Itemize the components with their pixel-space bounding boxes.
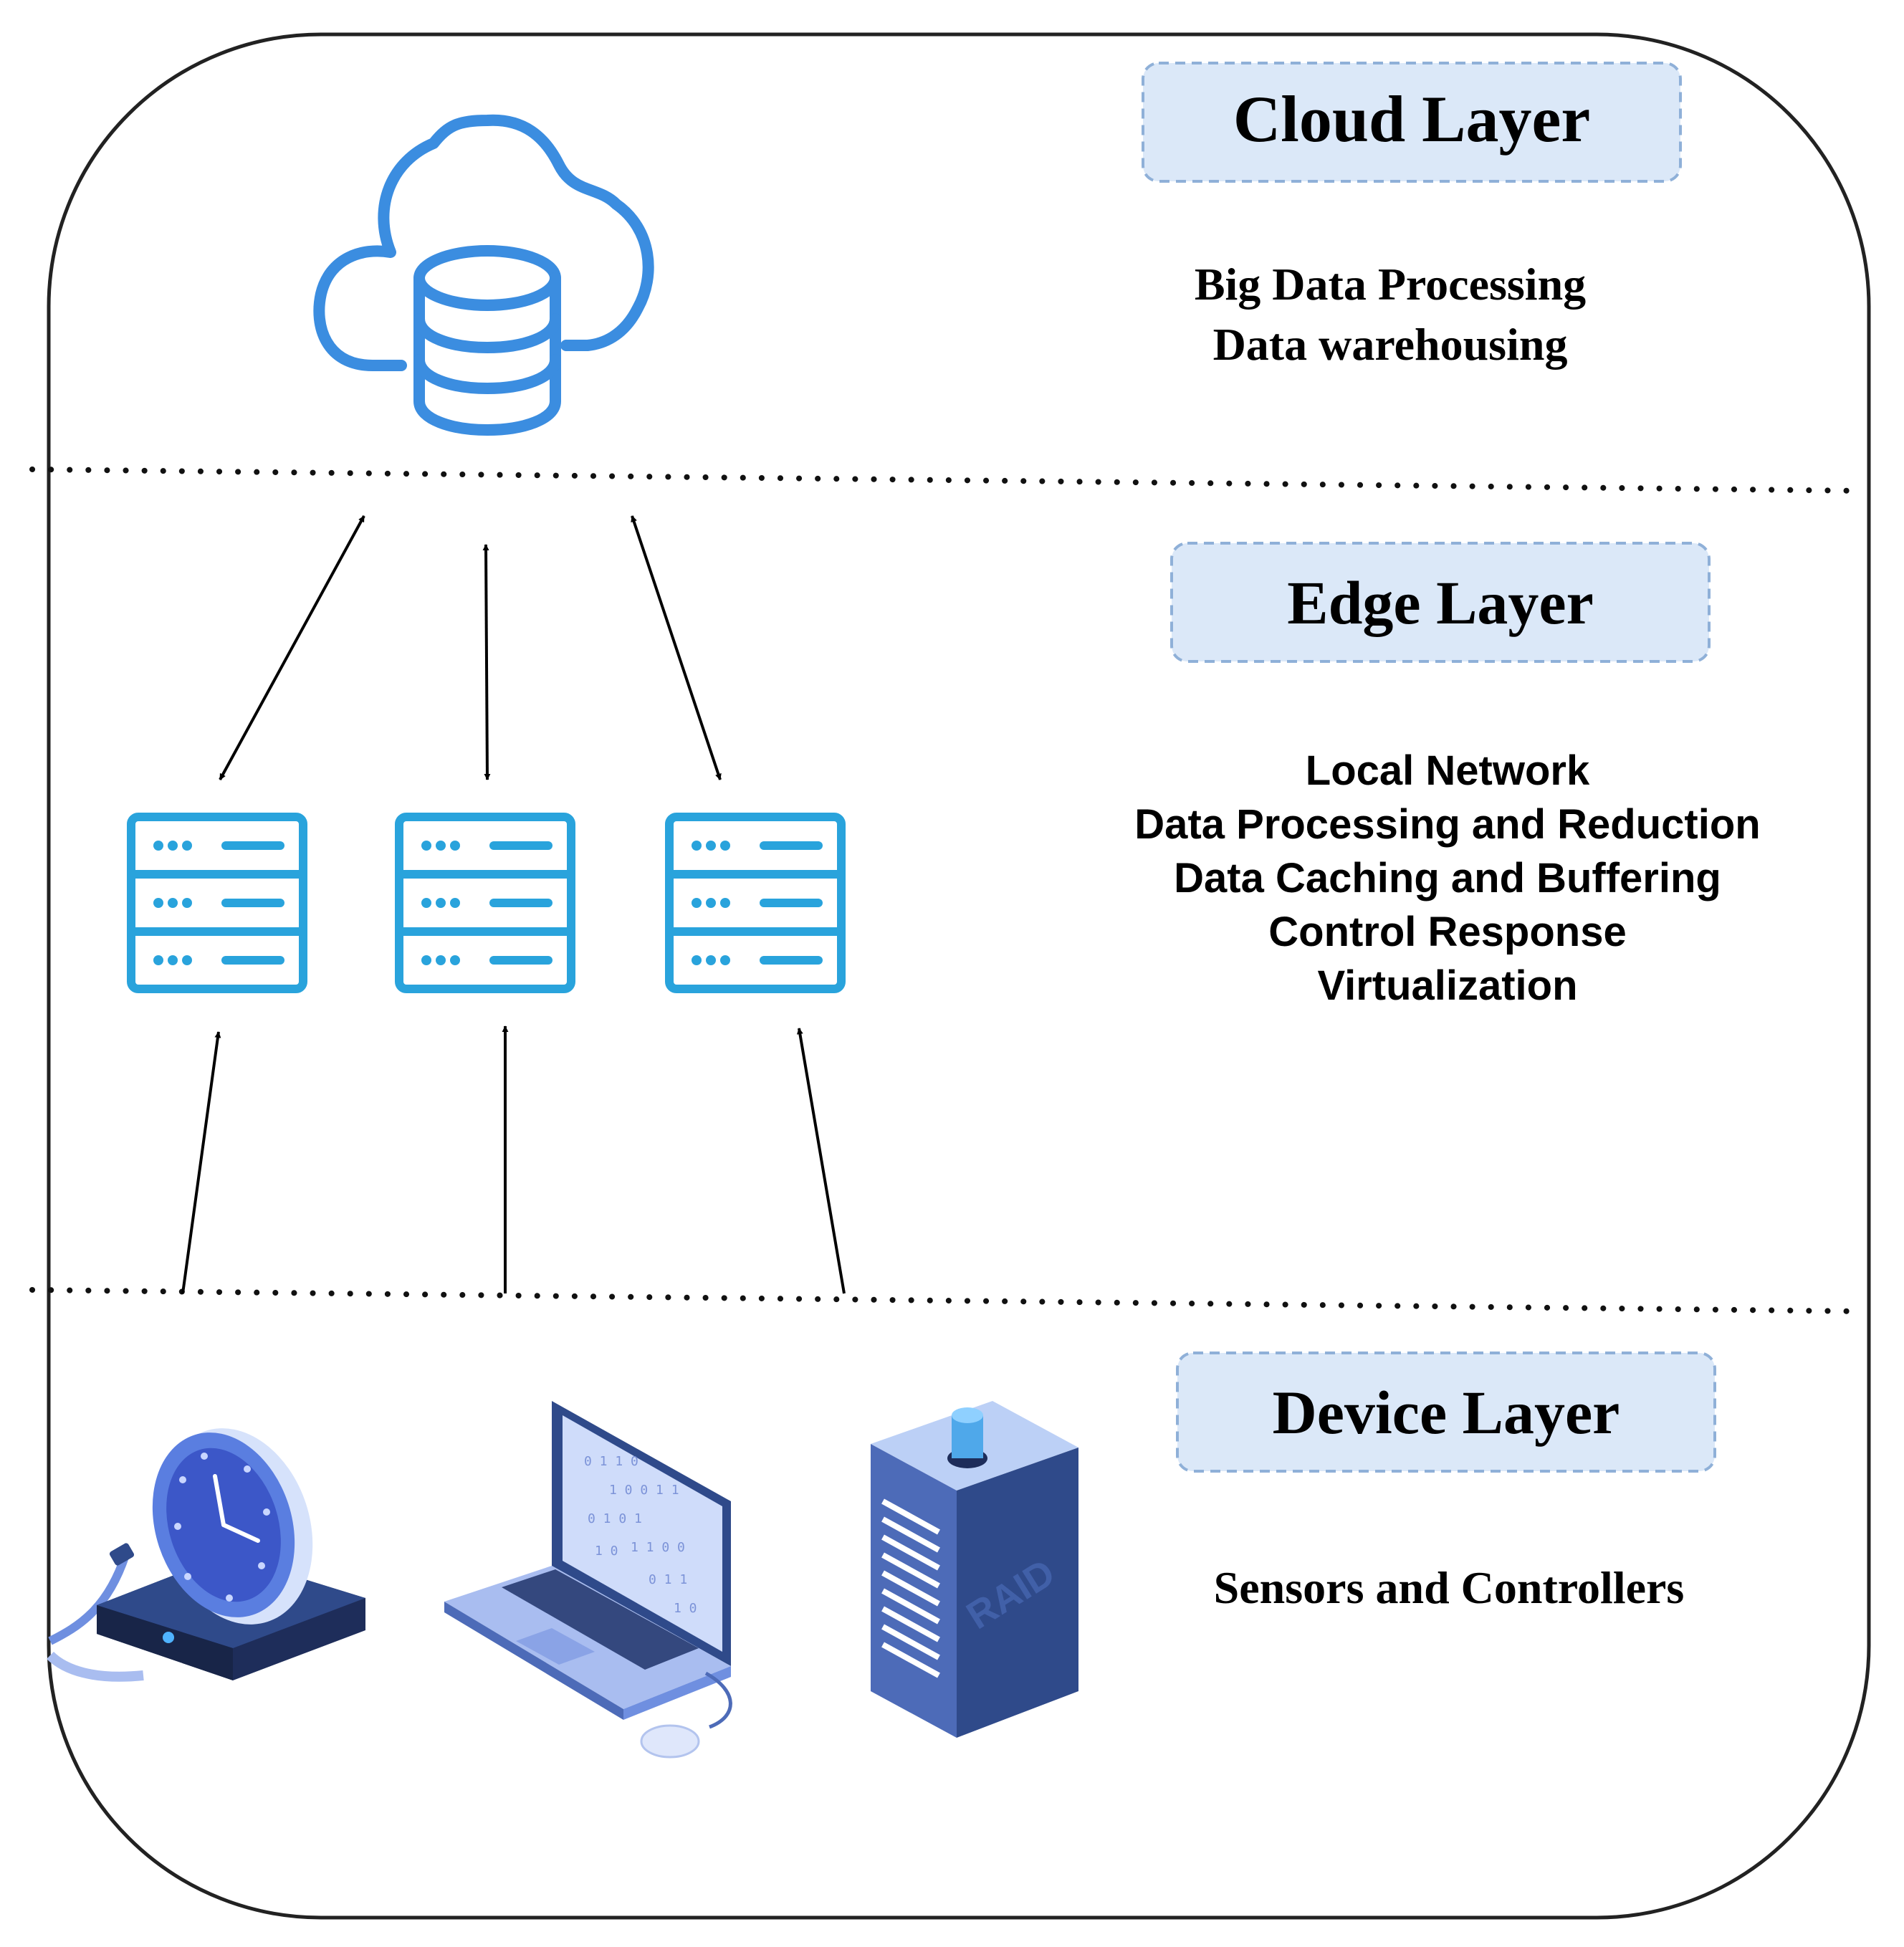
device-layer-title: Device Layer	[1273, 1378, 1620, 1447]
edge-layer-line-2: Data Processing and Reduction	[1134, 801, 1760, 848]
cloud-layer-badge: Cloud Layer	[1142, 62, 1682, 183]
device-edge-arrow-3	[796, 1028, 846, 1294]
laptop-icon: 0 1 1 0 1 0 0 1 1 0 1 0 1 1 1 0 0 1 0 0 1 1 1…	[444, 1401, 732, 1759]
svg-text:1 1 0 0: 1 1 0 0	[631, 1540, 685, 1555]
cloud-layer-line-2: Data warehousing	[1213, 319, 1568, 370]
clock-sensor-device-icon	[47, 1428, 365, 1682]
device-edge-arrow-1	[181, 1031, 221, 1294]
server-rack-icon	[395, 813, 575, 993]
svg-text:1 0: 1 0	[674, 1601, 697, 1616]
svg-text:0 1 1: 0 1 1	[649, 1572, 687, 1587]
edge-layer-line-1: Local Network	[1306, 747, 1590, 794]
edge-device-separator	[29, 1287, 1866, 1314]
edge-layer-badge: Edge Layer	[1170, 542, 1711, 663]
server-rack-icon	[665, 813, 846, 993]
raid-storage-icon: RAID	[871, 1401, 1078, 1738]
cloud-database-icon	[313, 114, 654, 436]
svg-text:0 1 0 1: 0 1 0 1	[588, 1511, 642, 1526]
cloud-edge-arrow-1	[219, 515, 365, 780]
device-layer-badge: Device Layer	[1176, 1352, 1716, 1473]
cloud-layer-line-1: Big Data Processing	[1195, 259, 1586, 310]
server-rack-icon	[127, 813, 307, 993]
edge-layer-line-3: Data Caching and Buffering	[1174, 855, 1721, 901]
cloud-edge-separator	[29, 467, 1866, 494]
cloud-edge-arrow-3	[631, 515, 722, 780]
svg-text:0 1 1 0: 0 1 1 0	[584, 1454, 638, 1469]
cloud-edge-arrow-2	[482, 544, 491, 780]
svg-text:1 0 0 1 1: 1 0 0 1 1	[609, 1483, 679, 1498]
cloud-layer-title: Cloud Layer	[1233, 82, 1590, 156]
edge-layer-title: Edge Layer	[1287, 568, 1594, 637]
svg-text:1 0: 1 0	[595, 1544, 618, 1559]
edge-layer-line-4: Control Response	[1268, 909, 1627, 955]
edge-layer-line-5: Virtualization	[1317, 962, 1577, 1009]
device-layer-line-1: Sensors and Controllers	[1214, 1562, 1685, 1613]
